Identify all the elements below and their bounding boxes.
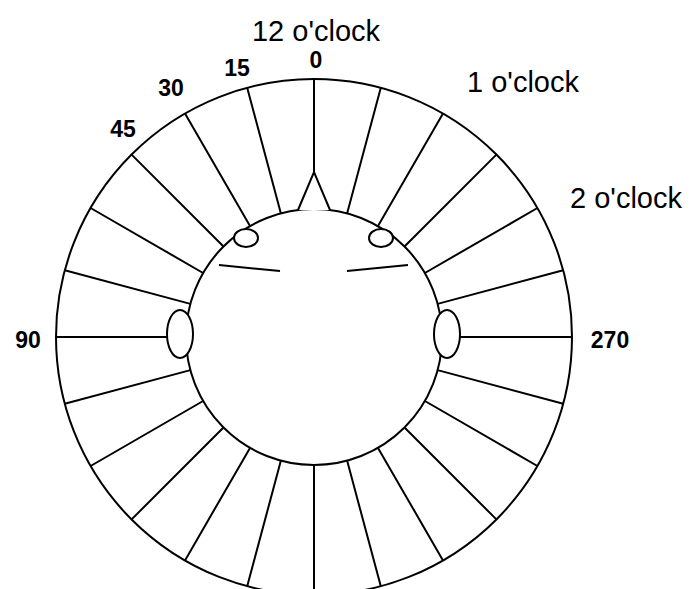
eye — [234, 229, 258, 247]
angle-label: 15 — [224, 57, 250, 80]
ear — [167, 310, 193, 358]
angle-label: 0 — [310, 49, 323, 72]
nose — [298, 172, 330, 210]
angle-label: 1 o'clock — [467, 68, 579, 97]
angle-label: 12 o'clock — [252, 17, 380, 46]
outer-ring — [56, 79, 572, 589]
angle-label: 270 — [591, 329, 629, 352]
angle-label: 30 — [158, 77, 184, 100]
angle-label: 45 — [110, 118, 136, 141]
eye — [369, 229, 393, 247]
head-circle — [186, 209, 442, 465]
angle-label: 2 o'clock — [570, 184, 682, 213]
eyebrow — [219, 265, 280, 271]
eyebrow — [347, 265, 408, 271]
ear — [434, 310, 460, 358]
angle-spokes — [56, 79, 572, 589]
angle-label: 90 — [15, 329, 41, 352]
